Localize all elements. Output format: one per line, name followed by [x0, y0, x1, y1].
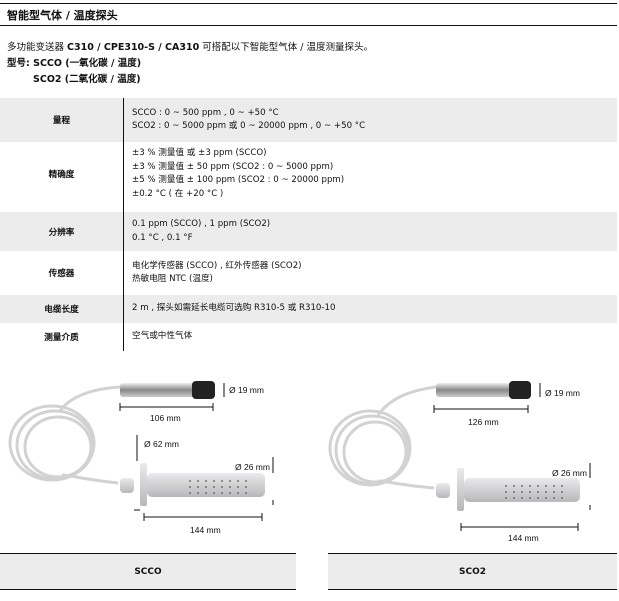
probe-diameter-label: Ø 26 mm: [235, 462, 270, 472]
spec-value: ±3 % 测量值 或 ±3 ppm (SCCO)±3 % 测量值 ± 50 pp…: [132, 148, 345, 199]
spec-row-cable: 电缆长度 2 m , 探头如需延长电缆可选购 R310-5 或 R310-10: [0, 295, 617, 323]
spec-label: 测量介质: [0, 323, 124, 351]
intro-text: 多功能变送器 C310 / CPE310-S / CA310 可搭配以下智能型气…: [7, 40, 373, 88]
spec-row-sensor: 传感器 电化学传感器 (SCCO) , 红外传感器 (SCO2)热敏电阻 NTC…: [0, 251, 617, 295]
spec-row-resolution: 分辨率 0.1 ppm (SCCO) , 1 ppm (SCO2)0.1 °C …: [0, 212, 617, 251]
probe-length-label: 144 mm: [508, 533, 539, 543]
caption-scco: SCCO: [0, 553, 296, 590]
spec-label: 分辨率: [0, 212, 124, 251]
handle-length-label: 126 mm: [468, 417, 499, 427]
handle-length-label: 106 mm: [150, 413, 181, 423]
spec-label: 电缆长度: [0, 295, 124, 323]
spec-row-medium: 测量介质 空气或中性气体: [0, 323, 617, 351]
scco-probe-diagram: Ø 19 mm 106 mm Ø 62 mm Ø 26 mm 144 mm: [8, 381, 274, 535]
section-header: 智能型气体 / 温度探头: [0, 3, 617, 26]
spec-value: 空气或中性气体: [132, 331, 193, 342]
intro-line: 多功能变送器 C310 / CPE310-S / CA310 可搭配以下智能型气…: [7, 42, 373, 53]
handle-diameter-label: Ø 19 mm: [545, 388, 580, 398]
probe-diameter-label: Ø 26 mm: [552, 468, 587, 478]
section-title: 智能型气体 / 温度探头: [7, 9, 118, 22]
spec-row-accuracy: 精确度 ±3 % 测量值 或 ±3 ppm (SCCO)±3 % 测量值 ± 5…: [0, 142, 617, 206]
handle-diameter-label: Ø 19 mm: [229, 385, 264, 395]
sco2-probe-diagram: Ø 19 mm 126 mm Ø 26 mm 144 mm: [328, 381, 591, 543]
spec-label: 量程: [0, 98, 124, 142]
probe-length-label: 144 mm: [190, 525, 221, 535]
caption-sco2: SCO2: [328, 553, 617, 590]
spec-value: 电化学传感器 (SCCO) , 红外传感器 (SCO2)热敏电阻 NTC (温度…: [132, 260, 302, 285]
spec-value: 0.1 ppm (SCCO) , 1 ppm (SCO2)0.1 °C , 0.…: [123, 212, 617, 251]
spec-label: 精确度: [0, 142, 124, 206]
spec-value: 2 m , 探头如需延长电缆可选购 R310-5 或 R310-10: [123, 295, 617, 323]
flange-diameter-label: Ø 62 mm: [144, 439, 179, 449]
spec-label: 传感器: [0, 251, 124, 295]
transmitter-models: C310 / CPE310-S / CA310: [67, 42, 200, 53]
model-line-sco2: SCO2 (二氧化碳 / 温度): [33, 74, 141, 85]
model-line-scco: 型号: SCCO (一氧化碳 / 温度): [7, 58, 142, 69]
